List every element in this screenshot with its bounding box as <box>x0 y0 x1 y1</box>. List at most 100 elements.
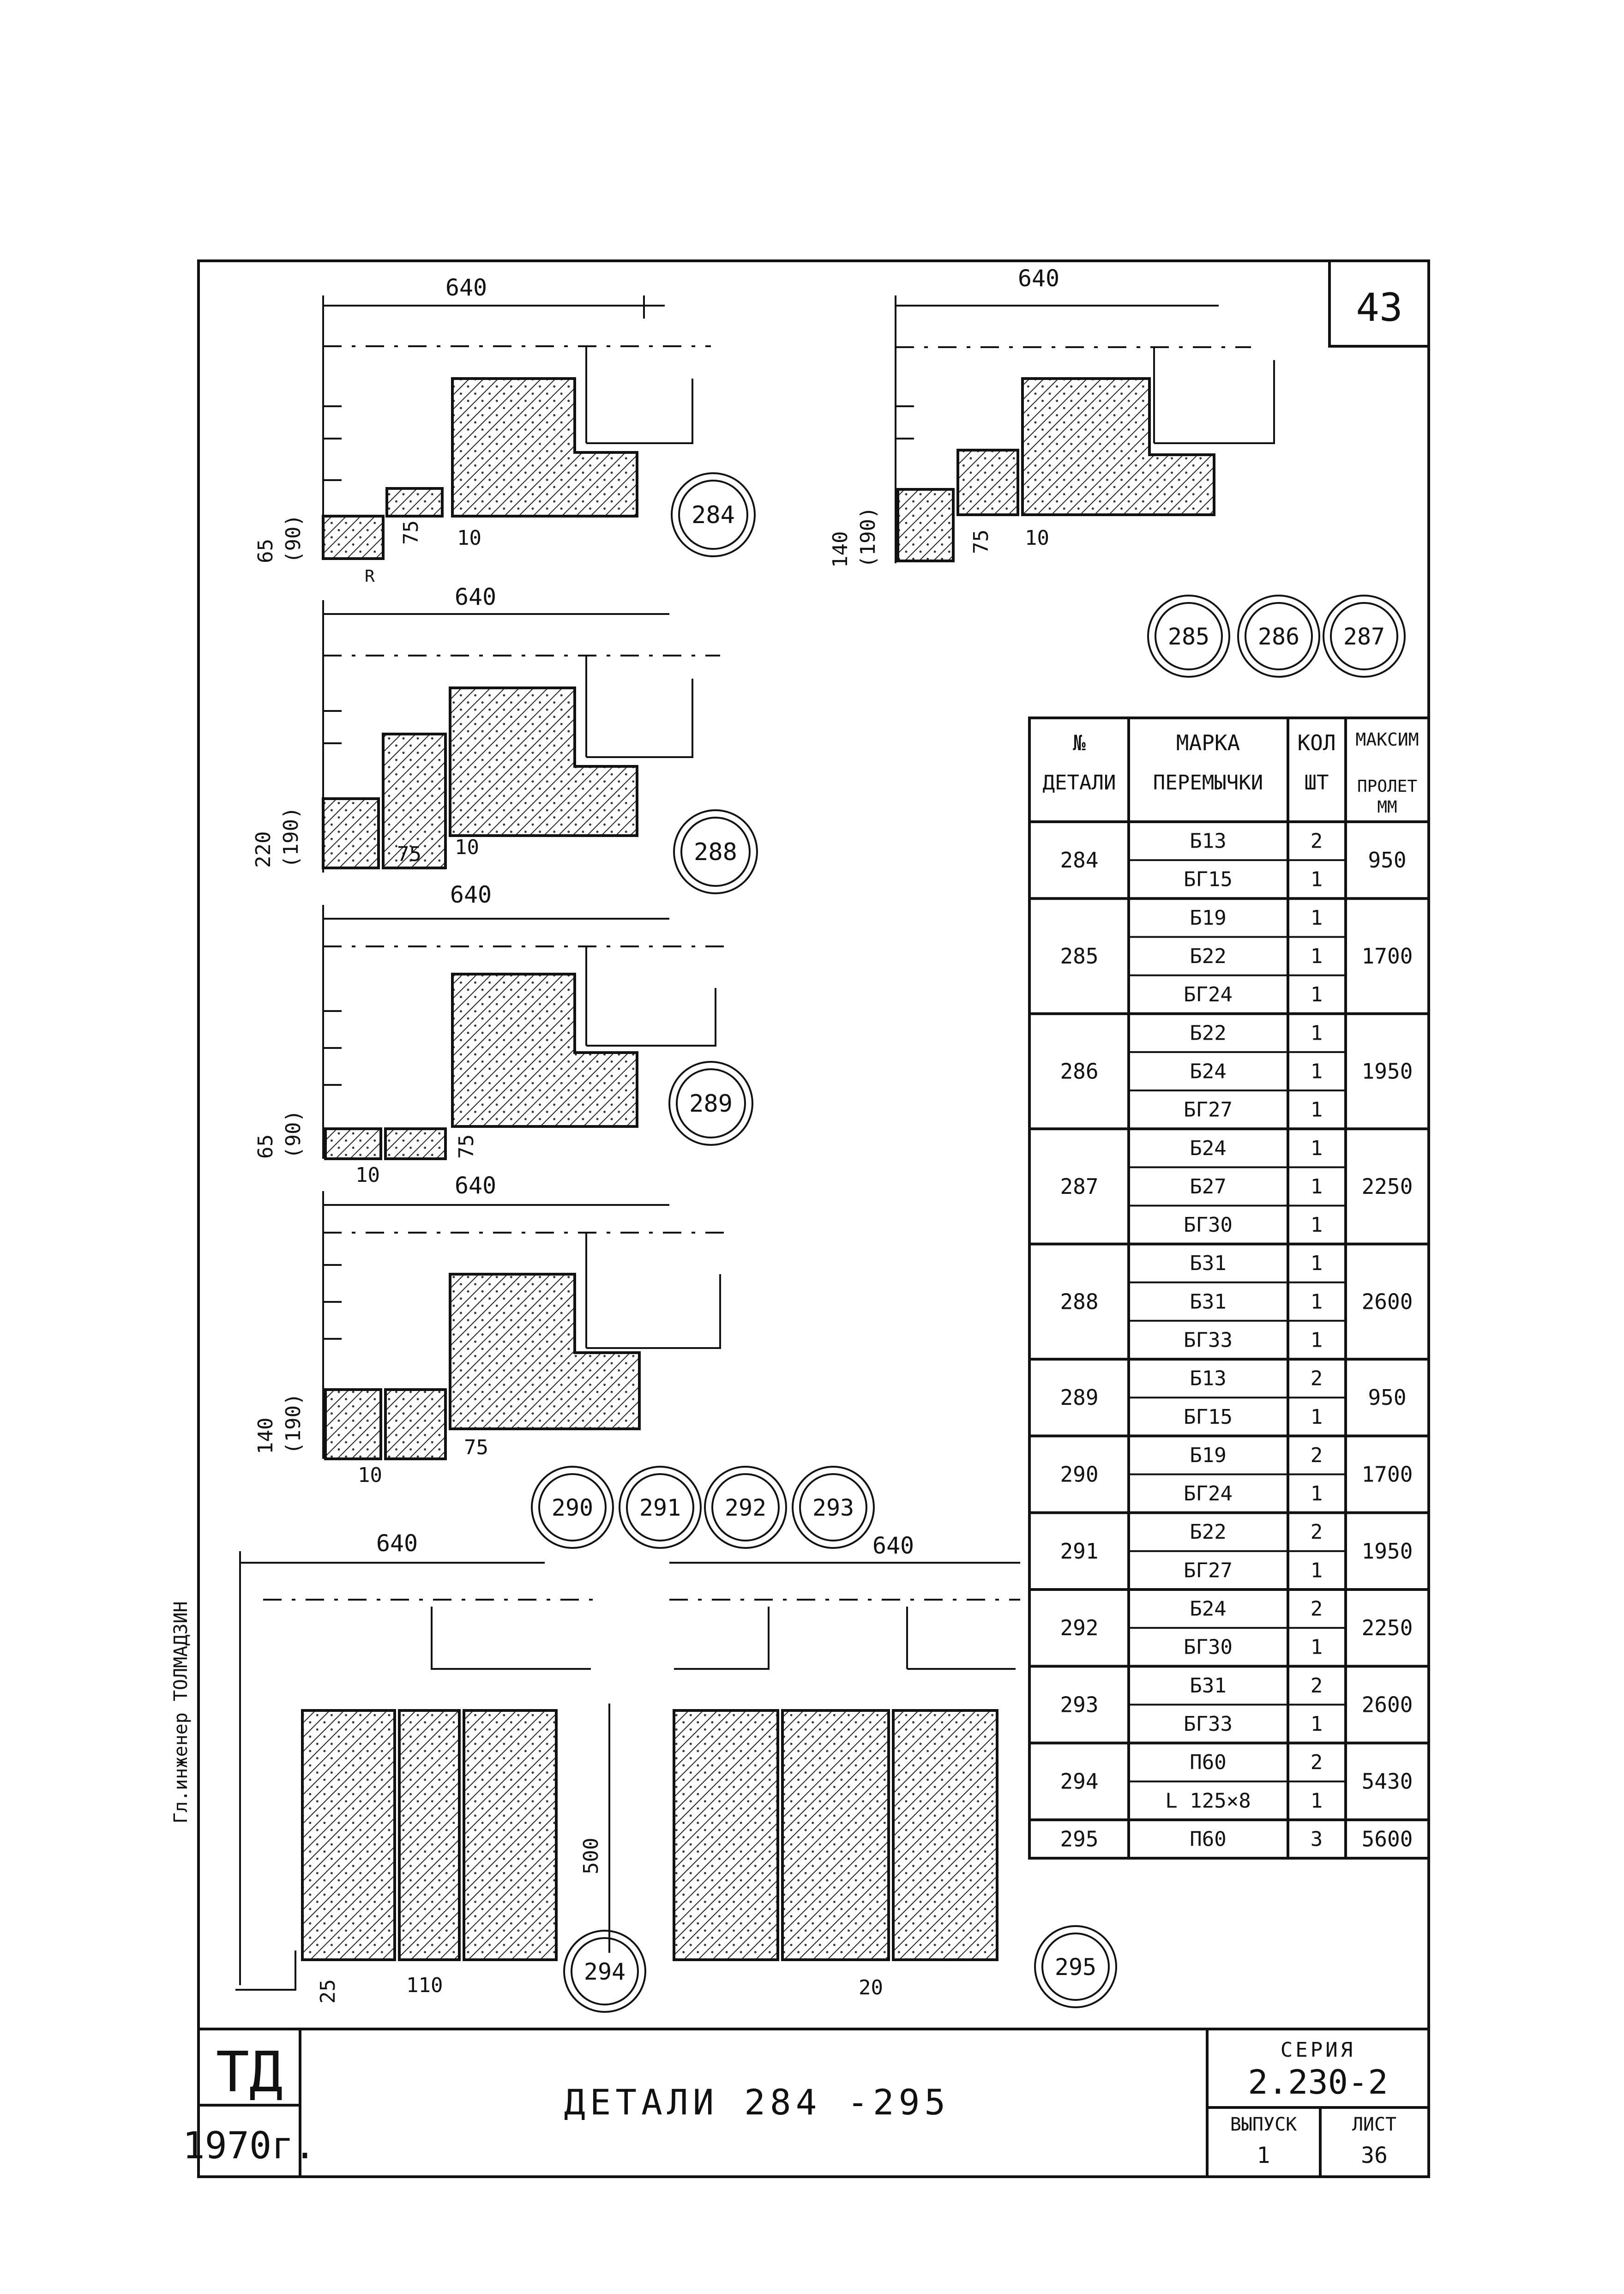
table-qty-cell: 1 <box>1311 1482 1323 1505</box>
dim-295-width: 640 <box>872 1532 914 1559</box>
table-detail-cell: 294 <box>1060 1769 1098 1794</box>
hdr-span-1: МАКСИМ <box>1355 729 1419 750</box>
table-mark-cell: Б31 <box>1190 1674 1226 1698</box>
svg-text:292: 292 <box>725 1494 766 1521</box>
table-mark-cell: БГ15 <box>1184 868 1233 891</box>
detail-289: 640 65 (90) 10 75 <box>254 881 734 1187</box>
table-qty-cell: 1 <box>1311 1252 1323 1275</box>
svg-text:288: 288 <box>694 838 737 866</box>
hdr-span-3: ММ <box>1377 798 1397 817</box>
table-qty-cell: 1 <box>1311 1329 1323 1352</box>
marker-295: 295 <box>1034 1925 1117 2008</box>
table-detail-cell: 286 <box>1060 1059 1098 1084</box>
dim-294-off2: 110 <box>406 1974 443 1997</box>
table-span-cell: 950 <box>1368 1385 1406 1410</box>
table-mark-cell: Б27 <box>1190 1175 1226 1198</box>
table-mark-cell: Б22 <box>1190 945 1226 968</box>
dim-290-width: 640 <box>455 1172 496 1199</box>
table-qty-cell: 2 <box>1311 1444 1323 1467</box>
table-qty-cell: 2 <box>1311 1367 1323 1391</box>
table-detail-cell: 288 <box>1060 1289 1098 1314</box>
dim-294-off1: 25 <box>316 1979 340 2004</box>
detail-290: 640 140 (190) 10 75 <box>254 1172 729 1487</box>
dim-288-h2: (190) <box>279 807 303 868</box>
table-mark-cell: Б22 <box>1190 1021 1226 1045</box>
marker-286: 286 <box>1237 595 1320 678</box>
table-span-cell: 5430 <box>1362 1769 1413 1794</box>
table-detail-cell: 289 <box>1060 1385 1098 1410</box>
table-mark-cell: Б24 <box>1190 1060 1226 1083</box>
table-qty-cell: 1 <box>1311 1213 1323 1237</box>
table-detail-cell: 291 <box>1060 1539 1098 1564</box>
table-mark-cell: БГ30 <box>1184 1213 1233 1237</box>
dim-290-h2: (190) <box>282 1393 305 1454</box>
hdr-qty-1: КОЛ <box>1297 730 1335 755</box>
dim-290-h1: 140 <box>254 1418 277 1454</box>
svg-text:291: 291 <box>639 1494 681 1521</box>
svg-text:290: 290 <box>552 1494 593 1521</box>
svg-text:284: 284 <box>692 501 735 529</box>
marker-288: 288 <box>673 809 758 894</box>
side-note: Гл.инженер ТОЛМАДЗИН <box>170 1601 192 1824</box>
table-qty-cell: 2 <box>1311 1674 1323 1698</box>
table-mark-cell: БГ15 <box>1184 1405 1233 1429</box>
dim-289-off1: 10 <box>355 1163 380 1187</box>
dim-290-off2: 75 <box>464 1436 488 1459</box>
table-detail-cell: 295 <box>1060 1826 1098 1851</box>
table-qty-cell: 1 <box>1311 868 1323 891</box>
table-span-cell: 2600 <box>1362 1692 1413 1717</box>
sheet-value: 36 <box>1361 2143 1388 2168</box>
detail-295: 640 20 <box>669 1532 1020 1999</box>
dim-288-width: 640 <box>455 584 496 610</box>
table-detail-cell: 293 <box>1060 1692 1098 1717</box>
marker-287: 287 <box>1323 595 1406 678</box>
dim-285-h1: 140 <box>829 531 852 568</box>
dim-289-width: 640 <box>450 881 492 908</box>
table-span-cell: 1950 <box>1362 1059 1413 1084</box>
series-label: СЕРИЯ <box>1281 2038 1355 2062</box>
table-mark-cell: БГ33 <box>1184 1712 1233 1736</box>
issue-number: 1 <box>1257 2143 1270 2168</box>
title-block: ТД 1970г. ДЕТАЛИ 284 -295 СЕРИЯ 2.230-2 … <box>183 2028 1429 2177</box>
sheet-label: ЛИСТ <box>1352 2114 1396 2135</box>
table-qty-cell: 2 <box>1311 830 1323 853</box>
table-mark-cell: П60 <box>1190 1751 1226 1774</box>
svg-text:286: 286 <box>1258 623 1299 650</box>
table-span-cell: 1700 <box>1362 1462 1413 1487</box>
table-detail-cell: 292 <box>1060 1615 1098 1640</box>
marker-284: 284 <box>671 472 756 557</box>
table-span-cell: 950 <box>1368 848 1406 873</box>
dim-289-h1: 65 <box>254 1134 277 1159</box>
dim-285-h2: (190) <box>856 507 880 568</box>
table-qty-cell: 2 <box>1311 1751 1323 1774</box>
table-detail-cell: 284 <box>1060 848 1098 873</box>
dim-289-h2: (90) <box>282 1110 305 1159</box>
marker-291: 291 <box>619 1466 702 1549</box>
dim-290-off1: 10 <box>358 1463 382 1487</box>
table-qty-cell: 1 <box>1311 1098 1323 1122</box>
table-span-cell: 1700 <box>1362 944 1413 969</box>
dim-288-h1: 220 <box>252 831 275 868</box>
table-qty-cell: 1 <box>1311 1712 1323 1736</box>
table-mark-cell: Б22 <box>1190 1520 1226 1544</box>
table-mark-cell: П60 <box>1190 1827 1226 1851</box>
svg-text:285: 285 <box>1168 623 1209 650</box>
marker-285: 285 <box>1147 595 1230 678</box>
svg-text:293: 293 <box>812 1494 854 1521</box>
sheet-number: 43 <box>1356 285 1402 330</box>
table-mark-cell: L 125×8 <box>1165 1789 1251 1812</box>
hdr-mark-2: ПЕРЕМЫЧКИ <box>1153 771 1263 795</box>
dim-288-off1: 75 <box>397 843 421 866</box>
table-detail-cell: 287 <box>1060 1174 1098 1199</box>
dim-284-off2: 10 <box>457 526 481 550</box>
table-qty-cell: 1 <box>1311 1021 1323 1045</box>
table-qty-cell: 1 <box>1311 1405 1323 1429</box>
table-detail-cell: 285 <box>1060 944 1098 969</box>
hdr-span-2: ПРОЛЕТ <box>1357 777 1417 796</box>
detail-284: 640 65 (90) 75 10 R <box>254 274 711 586</box>
table-qty-cell: 1 <box>1311 906 1323 930</box>
svg-text:295: 295 <box>1055 1954 1096 1981</box>
table-qty-cell: 2 <box>1311 1520 1323 1544</box>
series-number: 2.230-2 <box>1248 2063 1388 2101</box>
